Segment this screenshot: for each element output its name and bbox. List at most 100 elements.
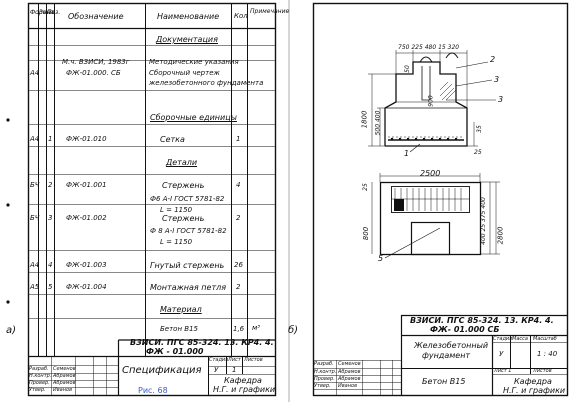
- right-tb-material: Бетон В15: [422, 377, 466, 386]
- d2-designation: ФЖ-01.002: [66, 214, 107, 222]
- d2-spec-2: L = 1150: [160, 238, 193, 246]
- right-tb-stage: У: [499, 350, 504, 358]
- right-tb-name-4: Иванов: [338, 383, 358, 389]
- mat-unit: м³: [252, 324, 261, 332]
- left-tb-sheet-label: Лист: [228, 357, 241, 363]
- doc2-name-2: железобетонного фундамента: [149, 79, 264, 87]
- left-tb-name-1: Семенов: [53, 366, 76, 372]
- d4-designation: ФЖ-01.004: [66, 283, 107, 291]
- callout-5: 5: [378, 254, 384, 263]
- dim-900: 900: [427, 95, 435, 107]
- asm-designation: ФЖ-01.010: [66, 135, 107, 143]
- right-tb-role-1: Разраб.: [314, 361, 334, 367]
- left-tb-name-3: Абрамов: [53, 380, 76, 386]
- left-tb-title: Спецификация: [122, 365, 202, 376]
- callout-3: 3: [498, 95, 504, 104]
- d3-format: А4: [30, 261, 40, 269]
- d2-spec-1: Ф 8 А-I ГОСТ 5781-82: [150, 227, 227, 235]
- right-tb-scale-label: Масштаб: [533, 336, 557, 342]
- right-tb-scale: 1 : 40: [537, 350, 558, 358]
- right-tb-title-2: фундамент: [422, 351, 471, 360]
- d1-format: БЧ: [30, 181, 40, 189]
- callout-1: 1: [404, 149, 410, 158]
- left-tb-name-2: Абрамов: [53, 373, 76, 379]
- left-tb-role-2: Н.контр.: [29, 373, 52, 379]
- right-tb-name-2: Абрамов: [338, 369, 361, 375]
- header-pos: Поз.: [47, 9, 61, 16]
- dim-top: 750 225 480 15 320: [398, 44, 460, 51]
- d1-spec-2: L = 1150: [160, 206, 193, 214]
- right-tb-designation: ФЖ- 01.000 СБ: [430, 325, 500, 334]
- right-tb-name-3: Абрамов: [338, 376, 361, 382]
- asm-name: Сетка: [160, 135, 185, 144]
- left-tb-sheets-label: Листов: [244, 357, 263, 363]
- left-tb-stage: У: [214, 366, 219, 374]
- header-zone: Зона: [39, 9, 55, 16]
- d2-qty: 2: [236, 214, 241, 222]
- dim-500-400: 500 400: [374, 110, 382, 136]
- d1-name: Стержень: [162, 181, 205, 190]
- left-tb-name-4: Иванов: [53, 387, 73, 393]
- d4-format: А5: [30, 283, 40, 291]
- left-tb-stage-label: Стадия: [209, 357, 229, 363]
- d2-name: Стержень: [162, 214, 205, 223]
- section-assembly-units: Сборочные единицы: [150, 113, 237, 122]
- header-name: Наименование: [157, 12, 220, 21]
- right-tb-mass-label: Масса: [512, 336, 528, 342]
- callout-2: 2: [490, 55, 496, 64]
- mat-qty: 1,6: [233, 325, 245, 333]
- d4-pos: 5: [48, 283, 53, 291]
- right-sheet-label: б): [288, 325, 299, 336]
- asm-format: А4: [30, 135, 40, 143]
- dim-50: 50: [403, 65, 411, 73]
- right-tb-title-1: Железобетонный: [414, 341, 489, 350]
- doc1-name: Методические указания: [149, 58, 239, 66]
- right-tb-sheets-label: Листов: [533, 368, 552, 374]
- left-tb-dept-1: Кафедра: [224, 376, 262, 385]
- right-tb-dept-1: Кафедра: [514, 377, 552, 386]
- header-note: Примечание: [250, 8, 290, 15]
- right-tb-stage-label: Стадия: [493, 336, 513, 342]
- d3-pos: 4: [48, 261, 53, 269]
- d1-spec-1: Ф6 А-I ГОСТ 5781-82: [150, 195, 225, 203]
- asm-qty: 1: [236, 135, 241, 143]
- d3-qty: 26: [234, 261, 243, 269]
- d2-format: БЧ: [30, 214, 40, 222]
- d3-name: Гнутый стержень: [150, 261, 225, 270]
- left-tb-code: ВЗИСИ. ПГС 85-324. 13. КР4. 4.: [130, 338, 274, 347]
- right-tb-dept-2: Н.Г. и графики: [503, 386, 566, 395]
- dim-1800: 1800: [360, 110, 369, 129]
- right-tb-code: ВЗИСИ. ПГС 85-324. 13. КР4. 4.: [410, 316, 554, 325]
- left-tb-role-3: Провер.: [29, 380, 50, 386]
- right-tb-sheet-label: Лист 1: [494, 368, 512, 374]
- d4-name: Монтажная петля: [150, 283, 227, 292]
- d1-qty: 4: [236, 181, 241, 189]
- d4-qty: 2: [236, 283, 241, 291]
- dim-2800: 2800: [496, 226, 505, 245]
- figure-caption: Рис. 68: [138, 386, 168, 395]
- left-sheet-label: а): [6, 325, 17, 336]
- left-tb-role-4: Утвер.: [29, 387, 46, 393]
- header-designation: Обозначение: [68, 12, 124, 21]
- left-tb-designation: ФЖ - 01.000: [146, 347, 204, 356]
- d3-designation: ФЖ-01.003: [66, 261, 107, 269]
- left-tb-role-1: Разраб.: [29, 366, 49, 372]
- doc2-designation: ФЖ-01.000. СБ: [66, 69, 121, 77]
- d2-pos: 3: [48, 214, 53, 222]
- callout-3-upper: 3: [494, 75, 500, 84]
- dim-25a: 25: [474, 149, 482, 156]
- dim-25b: 25: [361, 183, 369, 191]
- asm-pos: 1: [48, 135, 53, 143]
- dim-35: 35: [475, 125, 483, 133]
- right-tb-role-4: Утвер.: [314, 383, 331, 389]
- right-tb-role-3: Провер.: [314, 376, 335, 382]
- dim-400-25-375-400: 400 25 375 400: [479, 197, 487, 245]
- section-documentation: Документация: [156, 35, 218, 44]
- header-qty: Кол: [234, 12, 248, 20]
- right-tb-role-2: Н.контр.: [314, 369, 337, 375]
- mat-name: Бетон В15: [160, 325, 198, 333]
- left-tb-sheet: 1: [232, 366, 237, 374]
- left-tb-dept-2: Н.Г. и графики: [213, 385, 276, 394]
- dim-800: 800: [362, 226, 371, 241]
